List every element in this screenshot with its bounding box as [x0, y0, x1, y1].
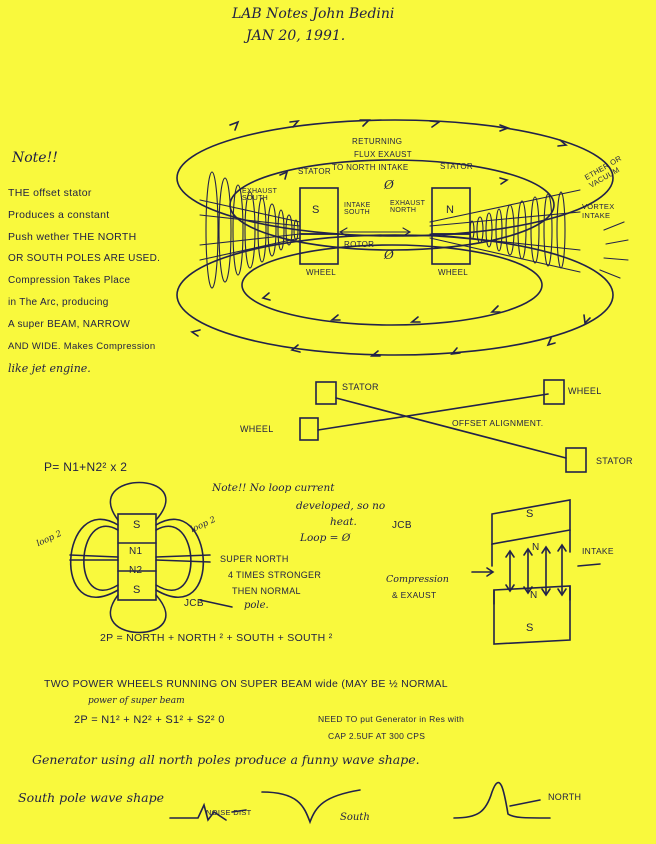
note2-line: developed, so no	[296, 500, 386, 512]
generator-note-2: CAP 2.5UF AT 300 CPS	[328, 731, 426, 741]
magnet-s-top: S	[133, 519, 141, 531]
formula-power-1: P= N1+N2² x 2	[44, 460, 128, 474]
label-compression: Compression	[386, 574, 449, 585]
label-north-wave: NORTH	[548, 792, 582, 802]
header-date: JAN 20, 1991.	[246, 28, 346, 44]
compression-n-top: N	[532, 542, 540, 553]
vortex-intake-dashes	[599, 221, 629, 279]
label-offset-alignment: OFFSET ALIGNMENT.	[452, 418, 544, 428]
flux-arrowheads	[190, 119, 591, 357]
wave-shapes	[169, 781, 551, 825]
diagram3-initials: JCB	[184, 598, 204, 609]
label-flux-exhaust: FLUX EXAUST	[354, 150, 412, 159]
magnet-n1: N1	[129, 546, 143, 557]
formula-power-3: 2P = N1² + N2² + S1² + S2² 0	[74, 714, 225, 726]
note-title: Note!!	[12, 150, 58, 166]
label-times-stronger: 4 TIMES STRONGER	[228, 570, 322, 580]
inner-flux-loop-bottom	[241, 244, 543, 326]
label-intake-south: INTAKE SOUTH	[344, 202, 371, 216]
label-stator-top: STATOR	[342, 382, 379, 392]
bottom-line-3: Generator using all north poles produce …	[32, 752, 420, 767]
generator-note-1: NEED TO put Generator in Res with	[318, 714, 465, 724]
label-exhaust-north: EXHAUST NORTH	[390, 200, 426, 214]
label-exhaust-south: EXHAUST SOUTH	[242, 188, 278, 202]
note-line: Compression Takes Place	[8, 275, 131, 286]
magnet-n2: N2	[129, 565, 143, 576]
label-wheel-left-offset: WHEEL	[240, 424, 274, 434]
label-returning: RETURNING	[352, 137, 403, 146]
note-line: THE offset stator	[8, 187, 92, 199]
compression-s-bottom: S	[526, 622, 534, 634]
note-line: Push wether THE NORTH	[8, 231, 137, 243]
note-line: AND WIDE. Makes Compression	[8, 341, 156, 352]
label-vortex-intake: VORTEX INTAKE	[582, 202, 615, 220]
note-line: A super BEAM, NARROW	[8, 319, 131, 330]
phi-symbol-top: Ø	[384, 178, 394, 192]
compression-s-top: S	[526, 508, 534, 520]
magnet-s-bottom: S	[133, 584, 141, 596]
label-stator-left: STATOR	[298, 167, 331, 176]
label-stator-right-offset: STATOR	[596, 456, 633, 466]
offset-alignment-diagram	[299, 379, 587, 473]
note-line: in The Arc, producing	[8, 297, 109, 308]
outer-flux-loop-bottom	[176, 234, 614, 356]
note2-line: Note!! No loop current	[212, 482, 335, 494]
label-to-north-intake: TO NORTH INTAKE	[332, 163, 409, 172]
header-title: LAB Notes John Bedini	[232, 6, 395, 22]
compression-diagram	[471, 499, 601, 645]
note-line: like jet engine.	[8, 362, 91, 375]
formula-power-2: 2P = NORTH + NORTH ² + SOUTH + SOUTH ²	[100, 632, 333, 644]
note2-line: heat.	[330, 516, 357, 528]
bottom-line-4: South pole wave shape	[18, 790, 164, 805]
label-exhaust: & EXAUST	[392, 590, 437, 600]
note2-initials: JCB	[392, 520, 412, 531]
label-intake: INTAKE	[582, 546, 614, 556]
label-than-normal: THEN NORMAL	[232, 586, 301, 596]
wheel-block-right	[431, 233, 471, 265]
bottom-line-1: TWO POWER WHEELS RUNNING ON SUPER BEAM w…	[44, 678, 448, 690]
note-line: OR SOUTH POLES ARE USED.	[8, 253, 161, 264]
compression-n-bottom: N	[530, 590, 538, 601]
vortex-rings-left	[205, 171, 299, 289]
phi-symbol-bottom: Ø	[384, 248, 394, 262]
note-text: THE offset stator Produces a constant Pu…	[8, 182, 198, 380]
vortex-rings-right	[469, 191, 566, 269]
note2-line: Loop = Ø	[300, 532, 351, 544]
label-south-wave: South	[340, 812, 370, 823]
label-rotor: ROTOR	[344, 240, 375, 249]
label-noise-dist: NOISE DIST	[206, 808, 252, 817]
beam-lines	[199, 189, 581, 273]
label-pole: pole.	[244, 600, 269, 611]
bottom-line-2: power of super beam	[88, 696, 185, 706]
note-line: Produces a constant	[8, 209, 110, 221]
pole-s-left: S	[312, 204, 320, 216]
label-super-north: SUPER NORTH	[220, 554, 289, 564]
pole-n-right: N	[446, 204, 455, 216]
label-wheel-right: WHEEL	[438, 268, 468, 277]
wheel-block-left	[299, 233, 339, 265]
label-stator-right: STATOR	[440, 162, 473, 171]
outer-flux-loop-top	[176, 119, 614, 237]
label-wheel-left: WHEEL	[306, 268, 336, 277]
super-north-magnet-diagram	[69, 481, 233, 634]
label-wheel-top: WHEEL	[568, 386, 602, 396]
